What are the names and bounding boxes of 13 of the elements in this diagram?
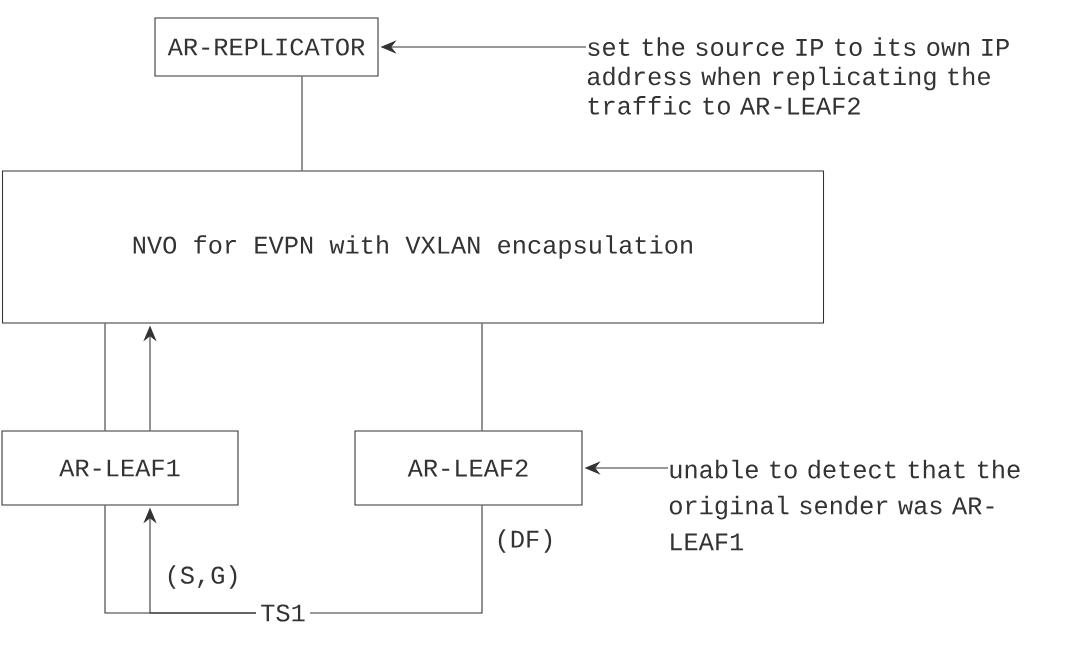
process-box: AR-REPLICATOR — [154, 17, 379, 77]
process-box: AR-LEAF2 — [354, 430, 583, 506]
annotation-text: unable to detect that the original sender was AR-LEAF1 — [669, 459, 1020, 551]
terminal-label: TS1 — [261, 604, 305, 622]
process-box: NVO for EVPN with VXLAN encapsulation — [1, 170, 825, 324]
connector-line — [301, 76, 303, 171]
annotation-text: set the source IP to its own IP address when replicating the traffic to AR-LEAF2 — [587, 37, 1009, 115]
connector-line — [104, 323, 106, 431]
edge-label: (S,G) — [168, 565, 237, 589]
edge-label: (DF) — [498, 529, 552, 553]
process-box: AR-LEAF1 — [1, 430, 239, 506]
connector-line — [309, 505, 483, 614]
connector-line — [481, 323, 483, 431]
